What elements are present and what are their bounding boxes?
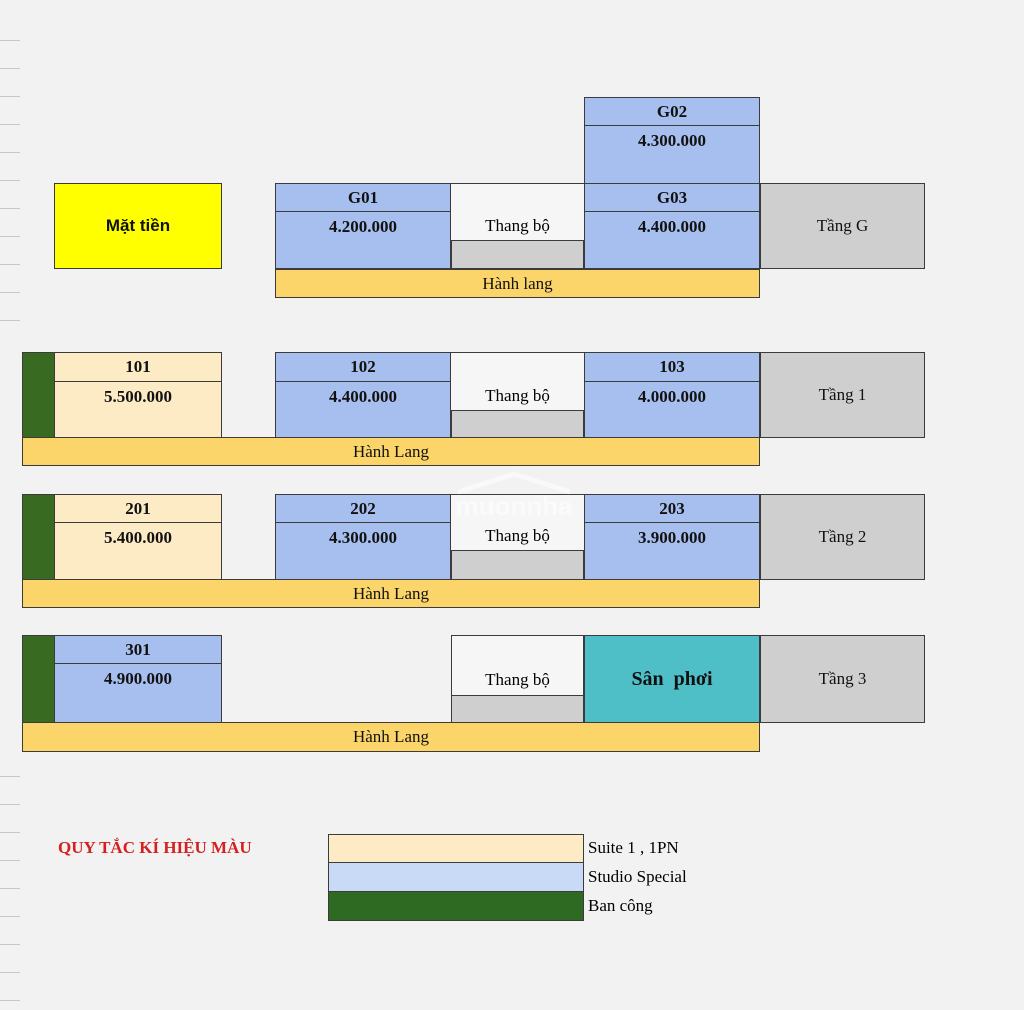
room-g02-id: G02	[584, 97, 760, 126]
room-101-id: 101	[54, 352, 222, 382]
room-202-id: 202	[275, 494, 451, 523]
room-202-price: 4.300.000	[275, 522, 451, 580]
room-102-id: 102	[275, 352, 451, 382]
room-g01-id: G01	[275, 183, 451, 212]
corridor-1: Hành Lang	[22, 437, 760, 466]
balcony-201	[22, 494, 55, 580]
corridor-3: Hành Lang	[22, 722, 760, 752]
legend-label-balcony: Ban công	[588, 896, 653, 915]
watermark-logo: muonnha	[448, 470, 580, 526]
stair-3-block	[451, 695, 584, 723]
stair-g-label: Thang bộ	[485, 216, 550, 235]
legend-swatch-balcony	[328, 891, 584, 921]
floor-label-g: Tầng G	[760, 183, 925, 269]
room-g03-price: 4.400.000	[584, 211, 760, 269]
stair-1-label: Thang bộ	[485, 386, 550, 405]
corridor-g: Hành lang	[275, 269, 760, 298]
room-201-id: 201	[54, 494, 222, 523]
legend-label-suite: Suite 1 , 1PN	[588, 838, 679, 857]
house-icon	[457, 471, 571, 495]
room-301-price: 4.900.000	[54, 663, 222, 723]
room-102-price: 4.400.000	[275, 381, 451, 438]
room-103-id: 103	[584, 352, 760, 382]
floor-label-2: Tầng 2	[760, 494, 925, 580]
balcony-101	[22, 352, 55, 438]
room-g02-price: 4.300.000	[584, 125, 760, 184]
stair-3-label: Thang bộ	[485, 670, 550, 689]
stair-2-block	[451, 550, 584, 580]
legend-title: QUY TẮC KÍ HIỆU MÀU	[58, 838, 252, 857]
legend-label-studio: Studio Special	[588, 867, 687, 886]
stair-2-label: Thang bộ	[485, 526, 550, 545]
room-g01-price: 4.200.000	[275, 211, 451, 269]
room-g03-id: G03	[584, 183, 760, 212]
room-201-price: 5.400.000	[54, 522, 222, 580]
room-203-price: 3.900.000	[584, 522, 760, 580]
room-203-id: 203	[584, 494, 760, 523]
legend-swatch-suite	[328, 834, 584, 863]
room-103-price: 4.000.000	[584, 381, 760, 438]
stair-g-block	[451, 240, 584, 269]
room-301-id: 301	[54, 635, 222, 664]
balcony-301	[22, 635, 55, 723]
room-101-price: 5.500.000	[54, 381, 222, 438]
floor-label-3: Tầng 3	[760, 635, 925, 723]
floor-label-1: Tầng 1	[760, 352, 925, 438]
stair-1-block	[451, 410, 584, 438]
front-facade: Mặt tiền	[54, 183, 222, 269]
drying-area: Sân phơi	[584, 635, 760, 723]
legend-swatch-studio	[328, 862, 584, 892]
corridor-2: Hành Lang	[22, 579, 760, 608]
